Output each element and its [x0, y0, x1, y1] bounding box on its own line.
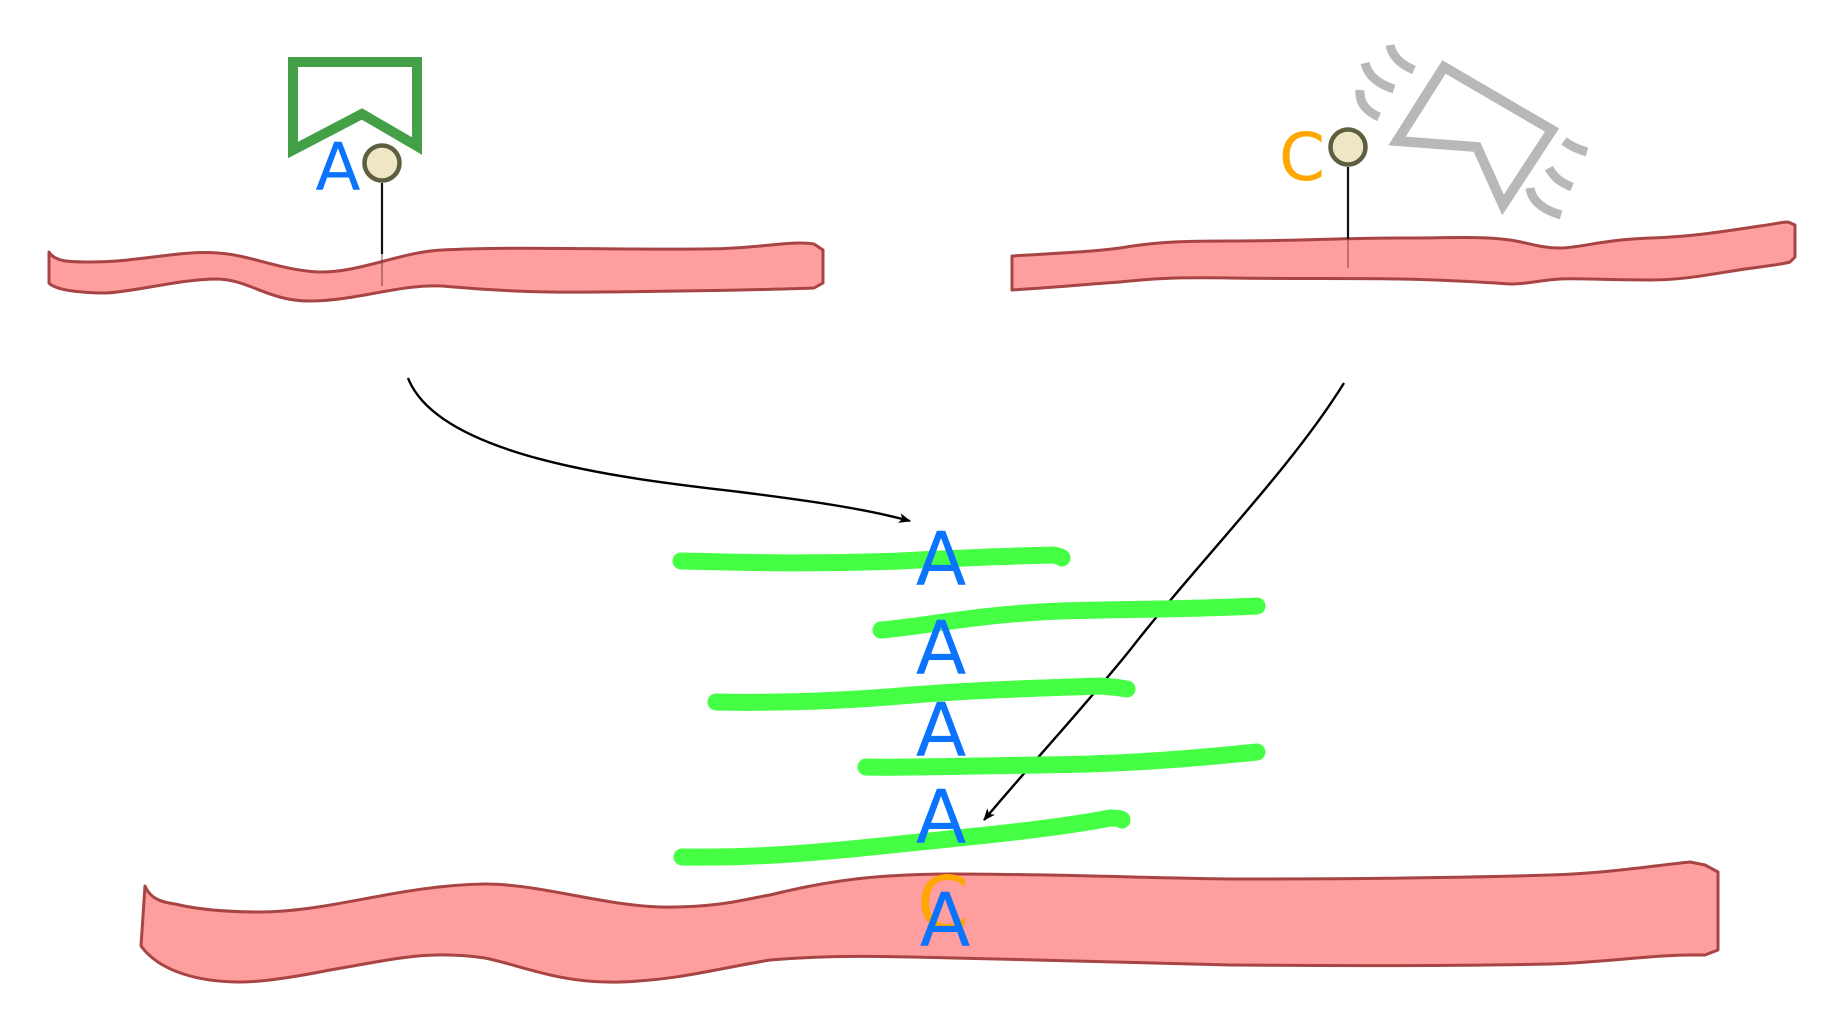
stack-base-1: A [916, 517, 967, 603]
motion-line-left-1 [1385, 43, 1416, 75]
motion-line-right-2 [1544, 165, 1574, 192]
aligned-read-line-4 [857, 743, 1266, 776]
top-left-base-label: A [315, 129, 360, 206]
top-right-read: C [1010, 43, 1797, 292]
stack-base-2: A [916, 606, 967, 692]
stack-base-3: A [916, 688, 967, 774]
motion-line-left-3 [1355, 89, 1382, 122]
aligned-read-line-2 [872, 597, 1266, 639]
motion-line-left-2 [1360, 61, 1396, 94]
aligned-read-line-1 [672, 546, 1071, 572]
top-left-read: A [47, 57, 825, 303]
bottom-reference-strand [139, 860, 1720, 984]
motion-line-right-1 [1561, 137, 1589, 157]
stack-base-5-mismatch: C [917, 861, 969, 947]
reference-base-label: A [920, 878, 971, 964]
top-right-base-label: C [1279, 119, 1325, 196]
top-right-strand [1010, 220, 1797, 292]
shaking-bookmark-icon [1355, 43, 1589, 220]
bookmark-icon [288, 57, 422, 159]
aligned-read-line-5 [673, 809, 1131, 866]
top-right-pin-head [1328, 127, 1368, 167]
top-left-pin-head [362, 143, 402, 183]
motion-line-right-3 [1525, 186, 1563, 220]
stack-base-4: A [916, 775, 967, 861]
top-left-strand [47, 241, 825, 303]
arrow-left-read-to-stack [406, 377, 911, 523]
aligned-read-line-3 [707, 677, 1136, 711]
base-stack: A A A A C [916, 517, 969, 947]
tilted-bookmark-shape [1388, 60, 1560, 216]
